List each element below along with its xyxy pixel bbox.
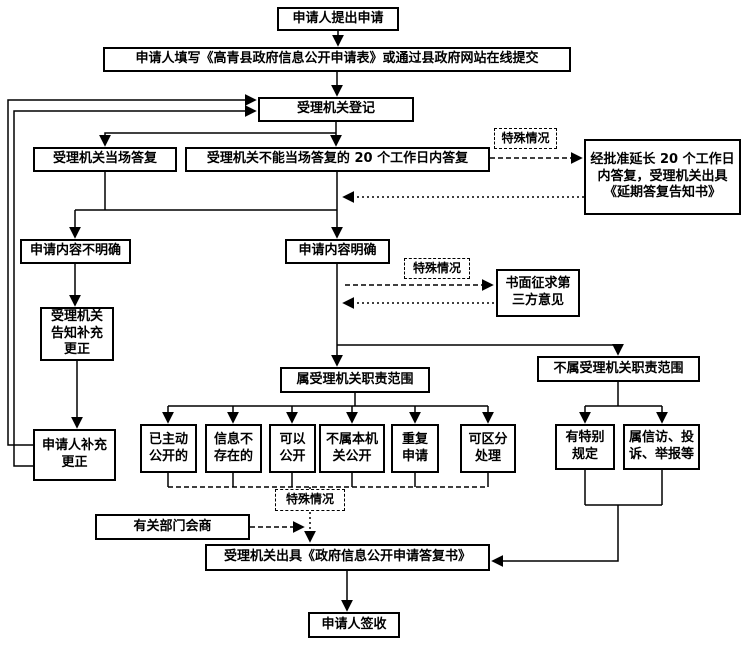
node-third-party: 书面征求第三方意见	[496, 269, 580, 317]
node-clear: 申请内容明确	[285, 239, 390, 264]
node-unclear: 申请内容不明确	[20, 239, 131, 264]
node-out-scope: 不属受理机关职责范围	[537, 356, 700, 382]
node-apply: 申请人提出申请	[277, 7, 399, 31]
node-separable: 可区分处理	[460, 424, 516, 473]
label-special-case-3: 特殊情况	[275, 489, 345, 511]
node-already-public: 已主动公开的	[140, 424, 197, 473]
node-extension: 经批准延长 20 个工作日内答复，受理机关出具《延期答复告知书》	[584, 139, 741, 215]
node-not-this-org: 不属本机关公开	[319, 424, 385, 473]
node-consult: 有关部门会商	[95, 514, 250, 540]
node-notify-supplement: 受理机关告知补充更正	[40, 307, 114, 361]
node-sign: 申请人签收	[308, 612, 400, 638]
node-in-scope: 属受理机关职责范围	[280, 367, 430, 393]
node-reply-doc: 受理机关出具《政府信息公开申请答复书》	[205, 544, 490, 571]
node-can-public: 可以公开	[269, 424, 316, 473]
node-special-rule: 有特别规定	[555, 424, 615, 470]
label-special-case-2: 特殊情况	[404, 258, 470, 279]
node-applicant-supplement: 申请人补充更正	[33, 429, 116, 481]
node-reply-20days: 受理机关不能当场答复的 20 个工作日内答复	[185, 147, 490, 172]
node-fill-form: 申请人填写《高青县政府信息公开申请表》或通过县政府网站在线提交	[103, 47, 571, 72]
node-repeat-apply: 重复申请	[391, 424, 439, 473]
label-special-case-1: 特殊情况	[494, 128, 557, 149]
node-not-exist: 信息不存在的	[205, 424, 262, 473]
node-petition: 属信访、投诉、举报等	[623, 424, 700, 470]
node-onsite-reply: 受理机关当场答复	[33, 147, 177, 172]
node-register: 受理机关登记	[258, 97, 414, 122]
